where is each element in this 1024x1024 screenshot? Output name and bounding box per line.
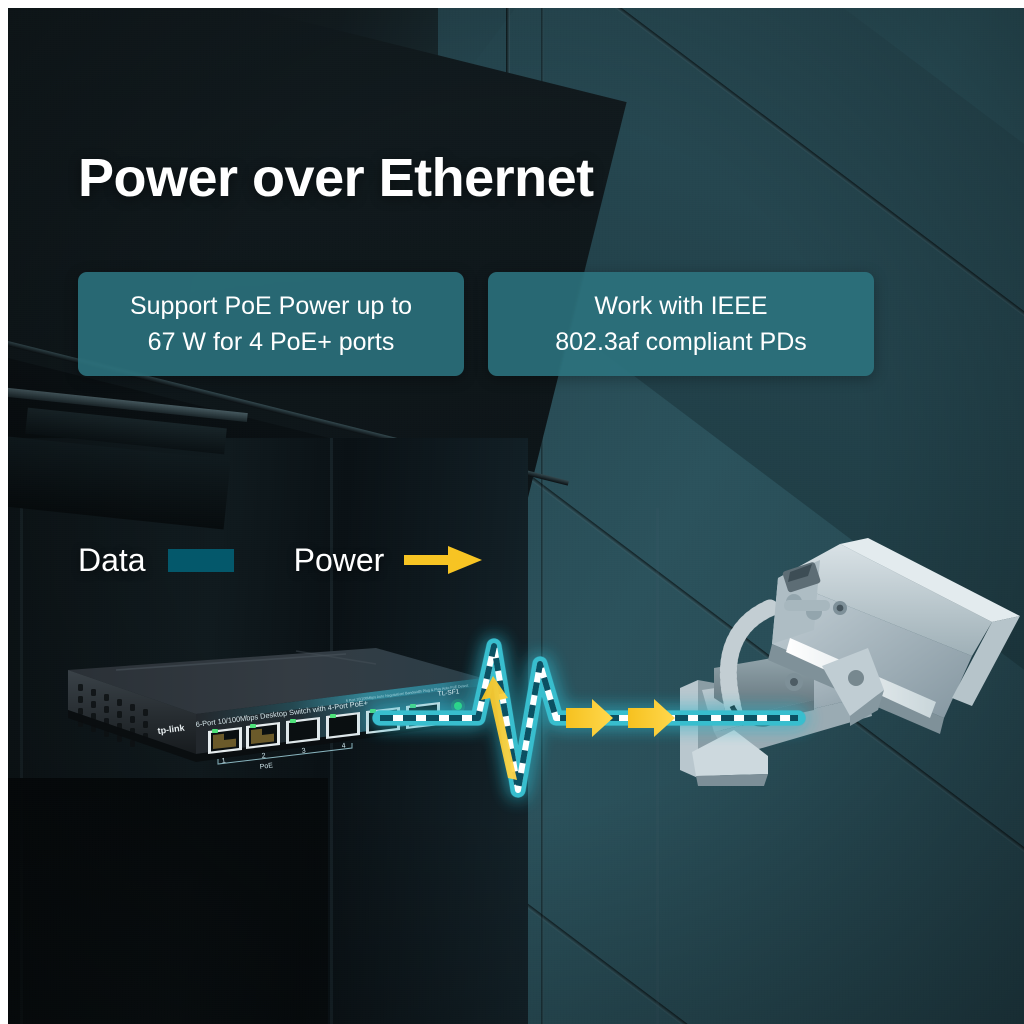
port-number-label: 4 (341, 743, 346, 750)
legend-item-power: Power (294, 542, 483, 579)
port-number-label: 1 (221, 758, 226, 765)
diagram-legend: Data Power (78, 538, 483, 582)
arrow-right-icon (404, 546, 483, 574)
camera-tilt-pivot (822, 648, 884, 726)
foreground-wall-panel-line (656, 508, 659, 1024)
page-title: Power over Ethernet (78, 148, 594, 208)
feature-badge-line1: Support PoE Power up to (129, 291, 413, 320)
legend-item-data: Data (78, 542, 234, 579)
building-recess (8, 338, 472, 649)
rj45-port (366, 707, 400, 734)
feature-badge-line2: 802.3af compliant PDs (555, 328, 807, 356)
frame-left-edge (0, 0, 8, 1024)
feature-badge-line1: Work with IEEE (594, 291, 768, 320)
brand-logo-text: tp-link (157, 723, 186, 736)
rj45-port (246, 722, 280, 749)
doorway-dark (8, 778, 328, 1024)
feature-badge-poe-power: Support PoE Power up to 67 W for 4 PoE+ … (78, 272, 464, 376)
feature-badge-line2: 67 W for 4 PoE+ ports (147, 328, 395, 356)
window-glass (8, 428, 231, 530)
bar-swatch-icon (167, 548, 234, 572)
rj45-port (286, 717, 320, 744)
rj45-port (326, 712, 360, 739)
window-frame-member (25, 407, 227, 455)
network-switch-icon: tp-link 6-Port 10/100Mbps Desktop Switch… (68, 648, 482, 771)
port-number-label: 3 (301, 748, 306, 755)
rj45-port (406, 702, 440, 729)
legend-label-power: Power (293, 541, 385, 578)
foreground-wall-panel-line (20, 438, 23, 1024)
window-frame-member (8, 386, 248, 423)
wall-seam (66, 988, 948, 1024)
wall-seam (566, 8, 1024, 514)
security-camera-icon (680, 538, 1020, 786)
rj45-port (208, 727, 242, 754)
port-number-label: 2 (261, 753, 266, 760)
poe-group-label: PoE (259, 762, 273, 771)
legend-label-data: Data (78, 541, 146, 578)
feature-badge-ieee-compliance: Work with IEEE 802.3af compliant PDs (488, 272, 874, 376)
switch-side-face (68, 670, 196, 754)
frame-top-edge (0, 0, 1024, 8)
